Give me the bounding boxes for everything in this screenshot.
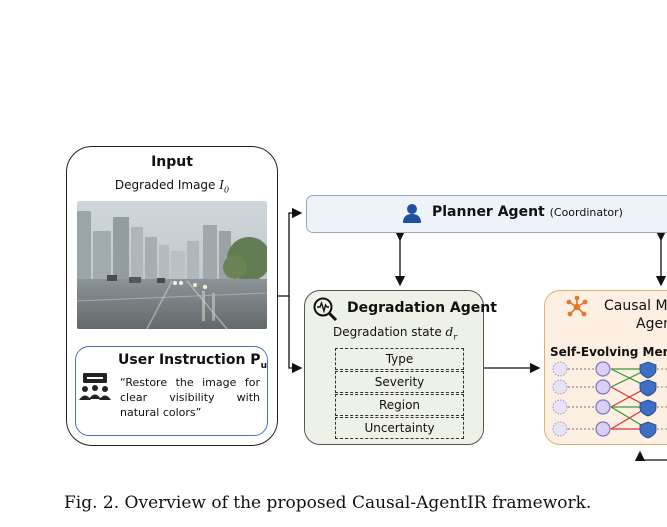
input-subtitle: Degraded Image I0	[114, 178, 230, 195]
degradation-state-label: Degradation state dr	[333, 325, 458, 342]
input-branch-line	[278, 207, 303, 297]
causal-memory-title: Causal M	[604, 298, 667, 314]
degradation-row-severity: Severity	[335, 371, 464, 393]
degraded-image	[77, 201, 267, 329]
shield-nodes	[639, 361, 657, 439]
planner-agent-bar	[306, 195, 667, 233]
figure-caption: Fig. 2. Overview of the proposed Causal-…	[64, 493, 592, 513]
input-title: Input	[151, 154, 193, 170]
memory-network-graphic	[552, 361, 667, 439]
magnifier-wave-icon	[313, 297, 338, 322]
degradation-row-type: Type	[335, 348, 464, 370]
hidden-nodes	[595, 361, 611, 437]
self-evolving-memory-label: Self-Evolving Mem	[550, 345, 667, 359]
degradation-agent-title: Degradation Agent	[347, 300, 497, 316]
user-instruction-title: User Instruction Pu	[118, 352, 267, 371]
degradation-row-region: Region	[335, 394, 464, 416]
planner-agent-label: Planner Agent (Coordinator)	[432, 204, 623, 220]
degradation-row-uncertainty: Uncertainty	[335, 417, 464, 439]
input-nodes	[552, 361, 568, 437]
input-to-degradation-line	[288, 296, 303, 374]
network-icon	[566, 296, 588, 317]
user-instruction-text: “Restore the image for clear visibility …	[120, 376, 260, 419]
people-screen-icon	[79, 373, 111, 400]
causal-return-line	[634, 450, 667, 462]
person-icon	[403, 204, 421, 223]
causal-memory-title-line2: Agen	[636, 316, 667, 332]
